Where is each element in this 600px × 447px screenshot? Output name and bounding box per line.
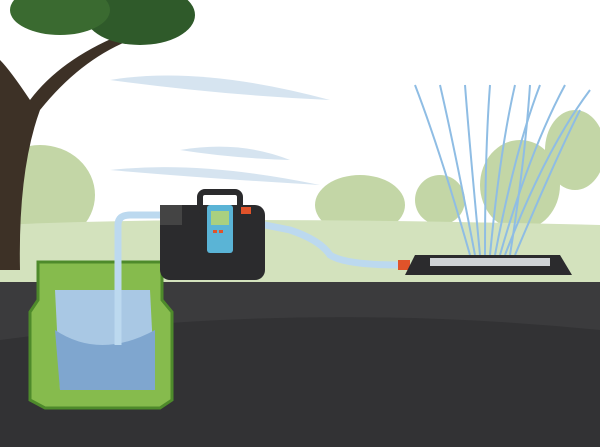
sprinkler-jets — [414, 84, 591, 256]
garden-pump — [160, 189, 265, 280]
pressure-hose — [261, 221, 404, 269]
sprinkler — [398, 255, 572, 275]
clouds — [110, 75, 330, 185]
suction-hose — [114, 211, 165, 345]
tree — [0, 0, 195, 270]
water-tank — [28, 260, 174, 410]
